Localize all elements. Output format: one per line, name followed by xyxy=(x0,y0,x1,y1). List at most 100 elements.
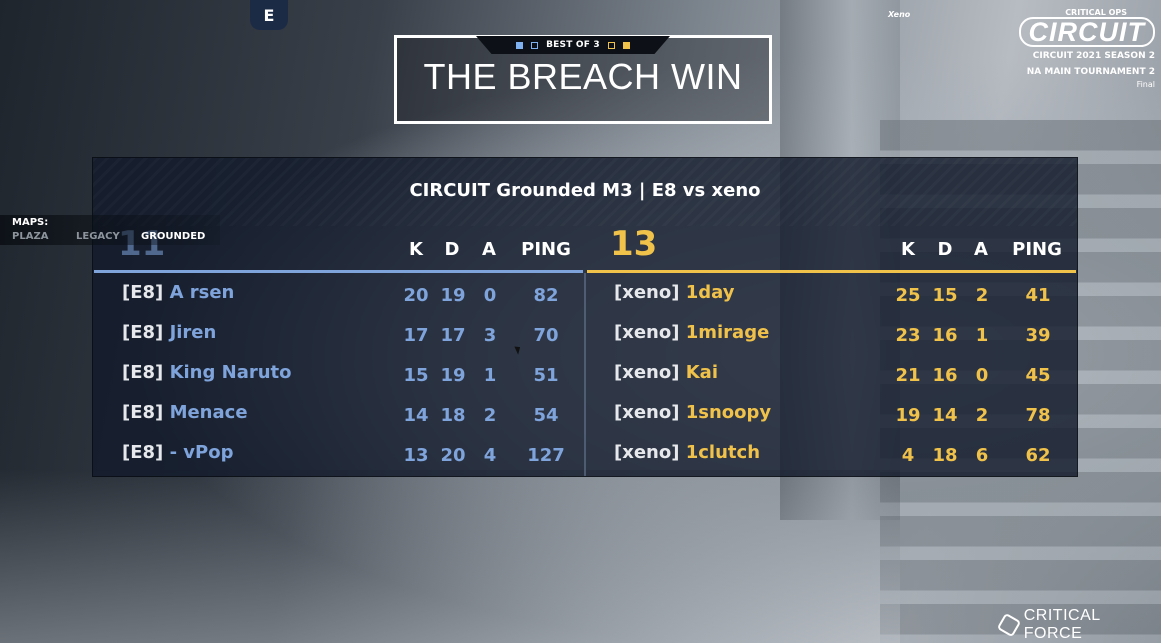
player-name: King Naruto xyxy=(169,362,292,383)
stat-ping: 39 xyxy=(1025,325,1051,346)
col-head-d-left: D xyxy=(444,239,460,260)
stat-kills: 25 xyxy=(895,285,921,306)
player-row-left-3: [E8] King Naruto xyxy=(122,362,292,383)
col-head-a-left: A xyxy=(482,239,496,260)
brand-stage: Final xyxy=(1136,80,1155,89)
stat-kills: 21 xyxy=(895,365,921,386)
result-box xyxy=(394,35,772,124)
team-right-divider xyxy=(587,270,1076,273)
stat-ping: 41 xyxy=(1025,285,1051,306)
series-win-indicator-empty xyxy=(607,41,615,49)
stat-deaths: 18 xyxy=(440,405,466,426)
player-row-right-3: [xeno] Kai xyxy=(614,362,718,383)
player-tag: [xeno] xyxy=(614,282,680,303)
player-row-left-1: [E8] A rsen xyxy=(122,282,234,303)
series-win-indicator-filled xyxy=(516,41,524,49)
match-title: CIRCUIT Grounded M3 | E8 vs xeno xyxy=(409,180,761,201)
col-head-ping-left: PING xyxy=(521,239,571,260)
stat-assists: 2 xyxy=(975,405,989,426)
col-head-k-right: K xyxy=(901,239,915,260)
best-of-tab: BEST OF 3 xyxy=(476,36,670,54)
map-item-legacy: LEGACY xyxy=(76,231,120,242)
best-of-label: BEST OF 3 xyxy=(546,40,600,50)
stat-kills: 19 xyxy=(895,405,921,426)
stat-ping: 127 xyxy=(527,445,565,466)
player-name: 1clutch xyxy=(685,442,761,463)
stat-assists: 3 xyxy=(483,325,497,346)
player-name: Menace xyxy=(169,402,248,423)
stat-kills: 20 xyxy=(403,285,429,306)
stat-ping: 54 xyxy=(533,405,559,426)
critical-force-logo-icon xyxy=(996,612,1022,638)
stat-deaths: 17 xyxy=(440,325,466,346)
result-title: THE BREACH WIN xyxy=(423,56,743,97)
stat-kills: 14 xyxy=(403,405,429,426)
stat-ping: 78 xyxy=(1025,405,1051,426)
player-name: 1snoopy xyxy=(685,402,772,423)
stat-ping: 51 xyxy=(533,365,559,386)
stat-assists: 1 xyxy=(483,365,497,386)
player-name: 1day xyxy=(685,282,735,303)
player-tag: [E8] xyxy=(122,322,164,343)
stat-assists: 2 xyxy=(483,405,497,426)
player-row-left-2: [E8] Jiren xyxy=(122,322,216,343)
player-name: Kai xyxy=(685,362,718,383)
background-floor xyxy=(0,470,900,643)
col-head-d-right: D xyxy=(937,239,953,260)
stat-deaths: 20 xyxy=(440,445,466,466)
stat-ping: 82 xyxy=(533,285,559,306)
player-name: A rsen xyxy=(169,282,235,303)
player-row-right-1: [xeno] 1day xyxy=(614,282,734,303)
player-tag: [E8] xyxy=(122,282,164,303)
player-row-left-4: [E8] Menace xyxy=(122,402,248,423)
brand-season: CIRCUIT 2021 SEASON 2 xyxy=(1032,51,1155,61)
player-row-right-2: [xeno] 1mirage xyxy=(614,322,769,343)
series-win-indicator-filled xyxy=(622,41,630,49)
stat-assists: 4 xyxy=(483,445,497,466)
map-item-plaza: PLAZA xyxy=(12,231,49,242)
stat-assists: 6 xyxy=(975,445,989,466)
player-row-right-5: [xeno] 1clutch xyxy=(614,442,760,463)
stat-kills: 13 xyxy=(403,445,429,466)
team-split-line xyxy=(584,273,586,476)
stat-ping: 62 xyxy=(1025,445,1051,466)
stat-kills: 4 xyxy=(901,445,915,466)
player-name: - vPop xyxy=(169,442,234,463)
stat-deaths: 19 xyxy=(440,285,466,306)
stat-deaths: 16 xyxy=(932,325,958,346)
scoreboard-panel xyxy=(92,157,1078,477)
player-tag: [E8] xyxy=(122,402,164,423)
stat-kills: 15 xyxy=(403,365,429,386)
player-tag: [xeno] xyxy=(614,362,680,383)
player-name: 1mirage xyxy=(685,322,770,343)
player-tag: [E8] xyxy=(122,362,164,383)
stat-deaths: 15 xyxy=(932,285,958,306)
player-row-left-5: [E8] - vPop xyxy=(122,442,233,463)
xeno-watermark: Xeno xyxy=(888,10,911,19)
player-tag: [xeno] xyxy=(614,402,680,423)
brand-logo: CIRCUIT xyxy=(1018,17,1155,47)
player-tag: [E8] xyxy=(122,442,164,463)
stat-assists: 1 xyxy=(975,325,989,346)
team-right-score: 13 xyxy=(610,224,658,264)
series-win-indicator-empty xyxy=(531,41,539,49)
stat-ping: 70 xyxy=(533,325,559,346)
stat-assists: 0 xyxy=(483,285,497,306)
col-head-a-right: A xyxy=(974,239,988,260)
stat-ping: 45 xyxy=(1025,365,1051,386)
team-e8-logo: E xyxy=(250,0,288,30)
circuit-brand: CRITICAL OPS CIRCUIT CIRCUIT 2021 SEASON… xyxy=(1005,8,1155,90)
critical-force-brand: CRITICAL FORCE xyxy=(996,607,1161,643)
team-left-divider xyxy=(94,270,583,273)
col-head-k-left: K xyxy=(409,239,423,260)
stat-deaths: 16 xyxy=(932,365,958,386)
stat-assists: 0 xyxy=(975,365,989,386)
stat-kills: 23 xyxy=(895,325,921,346)
maps-label: MAPS: xyxy=(12,217,49,228)
player-row-right-4: [xeno] 1snoopy xyxy=(614,402,771,423)
player-tag: [xeno] xyxy=(614,322,680,343)
player-tag: [xeno] xyxy=(614,442,680,463)
critical-force-label: CRITICAL FORCE xyxy=(1023,607,1101,642)
stat-kills: 17 xyxy=(403,325,429,346)
maps-strip xyxy=(0,215,220,245)
